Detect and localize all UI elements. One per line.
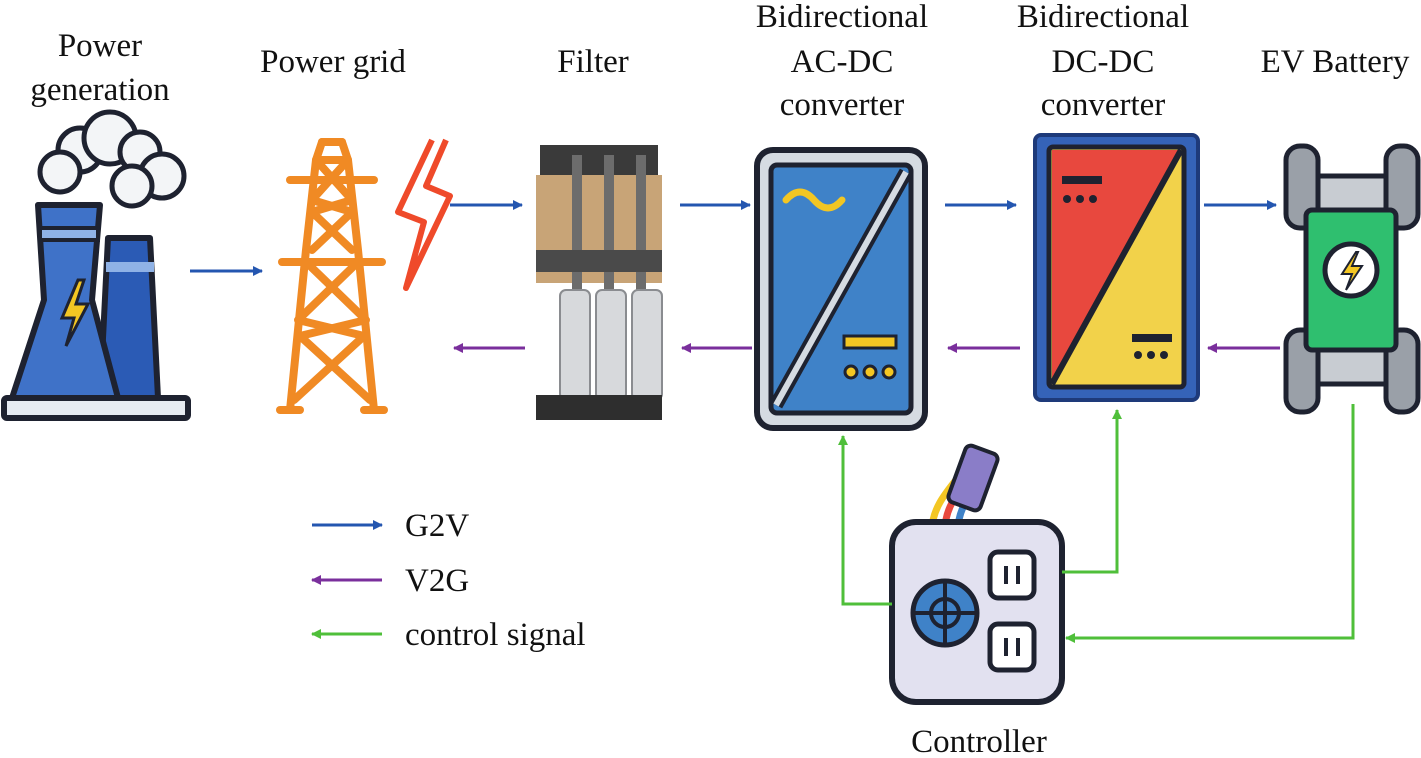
label-dc-dc-line3: converter xyxy=(1041,87,1166,123)
control-arrow-controller-to-acdc xyxy=(838,435,892,606)
legend-v2g-label: V2G xyxy=(405,563,469,599)
label-ac-dc-line3: converter xyxy=(780,87,905,123)
label-dc-dc-line2: DC-DC xyxy=(1052,44,1155,80)
legend-control-label: control signal xyxy=(405,617,586,653)
label-dc-dc-line1: Bidirectional xyxy=(1017,0,1189,35)
legend: G2V V2G control signal xyxy=(311,508,586,653)
ac-dc-converter-icon xyxy=(754,147,928,431)
label-ac-dc-line1: Bidirectional xyxy=(756,0,928,35)
label-power-generation-line1: Power xyxy=(58,28,142,64)
legend-g2v-label: G2V xyxy=(405,508,469,544)
label-controller: Controller xyxy=(911,724,1047,758)
label-ac-dc-line2: AC-DC xyxy=(791,44,894,80)
label-ev-battery: EV Battery xyxy=(1261,44,1410,80)
filter-icon xyxy=(536,145,663,420)
controller-icon xyxy=(889,443,1065,705)
power-tower-icon xyxy=(276,138,388,414)
label-power-generation-line2: generation xyxy=(30,72,169,108)
lightning-icon xyxy=(395,138,453,291)
ev-chassis-icon xyxy=(1283,143,1421,415)
label-filter: Filter xyxy=(557,44,629,80)
dc-dc-converter-icon xyxy=(1033,133,1200,402)
label-power-grid: Power grid xyxy=(260,44,406,80)
power-plant-icon xyxy=(1,109,191,421)
control-arrow-controller-to-dcdc xyxy=(1062,409,1122,574)
control-arrow-battery-to-controller xyxy=(1065,404,1355,643)
